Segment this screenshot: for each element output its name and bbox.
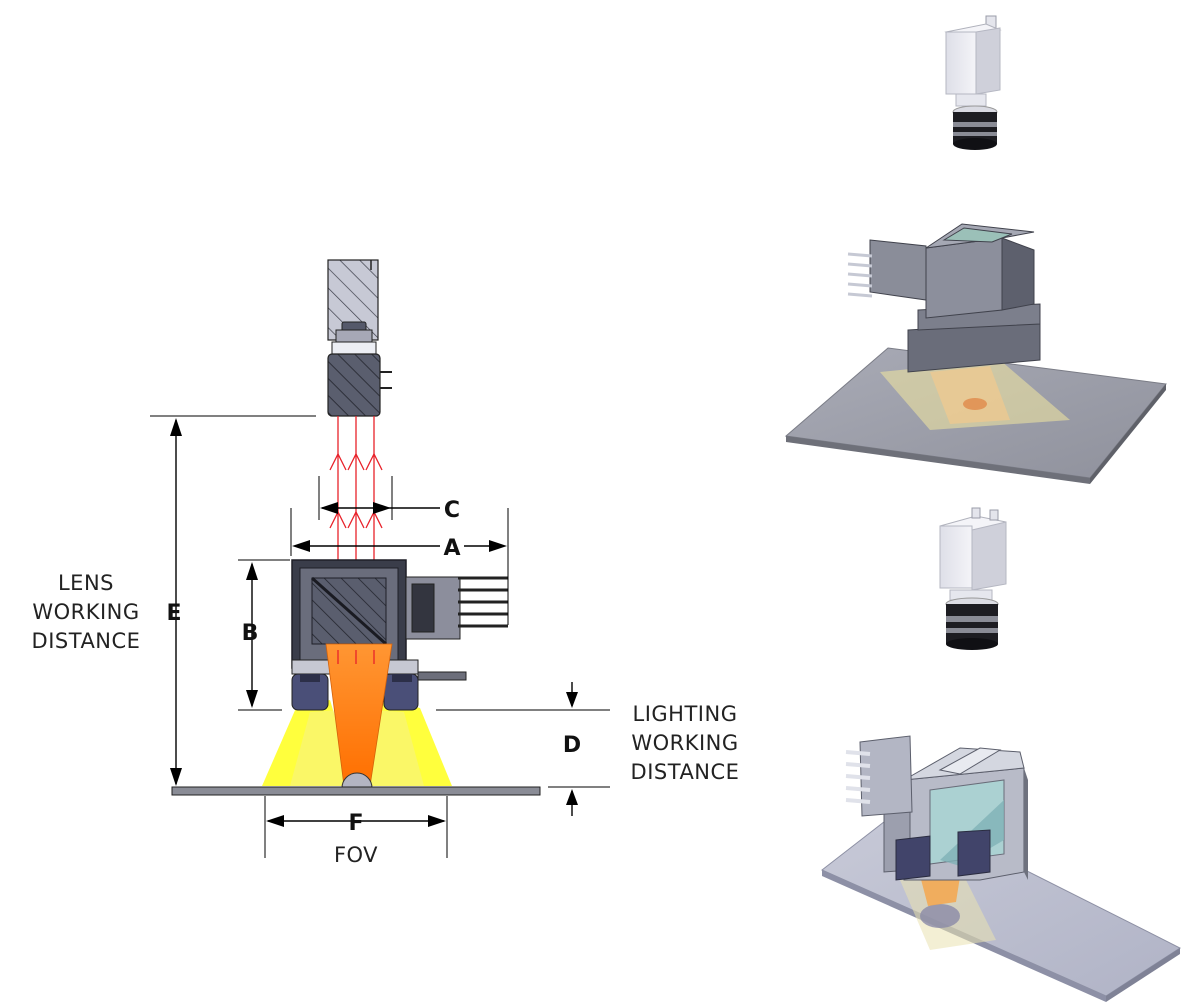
- lens-caption-line-2: WORKING: [32, 600, 139, 624]
- lighting-module: [291, 559, 508, 711]
- lens-working-distance-caption: LENS WORKING DISTANCE: [32, 571, 141, 653]
- dimension-label-e: E: [166, 601, 181, 626]
- dimension-label-b: B: [242, 621, 259, 646]
- lens-caption-line-3: DISTANCE: [32, 629, 141, 653]
- isometric-camera-top: [944, 15, 1002, 150]
- lighting-caption-line-2: WORKING: [631, 731, 738, 755]
- lens-caption-line-1: LENS: [58, 571, 114, 595]
- isometric-lighting-assembly-bottom: [821, 735, 1182, 1002]
- lighting-working-distance-caption: LIGHTING WORKING DISTANCE: [631, 702, 740, 784]
- target-part: [341, 772, 373, 789]
- dimension-label-c: C: [444, 498, 460, 523]
- dimensions: [150, 415, 610, 858]
- lighting-caption-line-1: LIGHTING: [633, 702, 738, 726]
- platform: [171, 786, 541, 796]
- dimension-label-d: D: [563, 733, 581, 758]
- upper-camera: [327, 259, 392, 417]
- isometric-lighting-assembly-top: [784, 223, 1167, 484]
- isometric-camera-bottom: [939, 507, 1007, 650]
- lighting-caption-line-3: DISTANCE: [631, 760, 740, 784]
- dimension-label-a: A: [443, 536, 460, 561]
- side-elevation-drawing: [171, 259, 541, 796]
- dimension-label-f: F: [348, 811, 363, 836]
- fov-caption: FOV: [334, 843, 378, 867]
